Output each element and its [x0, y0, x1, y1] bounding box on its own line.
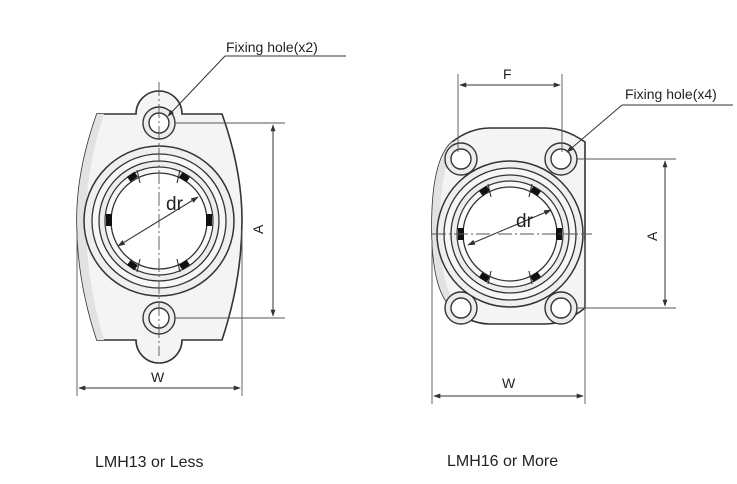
right-flange-shade	[432, 142, 458, 308]
left-dr-label: dr	[166, 194, 184, 215]
right-dim-w-label: W	[502, 375, 516, 391]
left-fixing-hole-bottom	[142, 301, 176, 335]
left-callout-leader	[167, 55, 346, 117]
left-dim-w-label: W	[151, 369, 165, 385]
right-fixing-hole-tr	[544, 142, 578, 176]
left-callout-label: Fixing hole(x2)	[226, 39, 318, 55]
left-dim-a	[175, 122, 285, 319]
right-callout-label: Fixing hole(x4)	[625, 86, 717, 102]
right-fixing-hole-br	[544, 291, 578, 325]
right-fixing-hole-bl	[444, 291, 478, 325]
right-bearing-figure	[431, 74, 733, 404]
right-dim-f-label: F	[503, 66, 512, 82]
left-dr-arrow	[117, 196, 199, 247]
right-caption: LMH16 or More	[447, 453, 558, 470]
left-dim-a-label: A	[250, 224, 266, 234]
left-flange-shade	[77, 114, 104, 340]
left-dim-w	[76, 230, 243, 396]
left-caption: LMH13 or Less	[95, 454, 204, 471]
right-dim-w	[431, 240, 586, 404]
right-dim-a-label: A	[644, 231, 660, 241]
right-dim-f	[457, 74, 563, 152]
right-fixing-hole-tl	[444, 142, 478, 176]
left-bearing-figure	[76, 55, 346, 396]
right-dim-a	[576, 158, 676, 309]
right-dr-arrow	[467, 209, 552, 246]
right-callout-leader	[566, 104, 733, 153]
left-ball-tracks	[106, 171, 212, 271]
right-dr-label: dr	[516, 211, 534, 232]
